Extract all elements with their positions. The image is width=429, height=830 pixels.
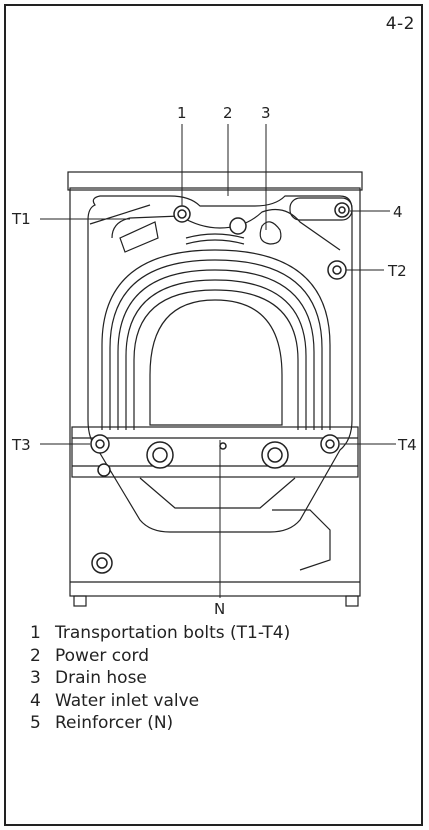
legend-item: 1 Transportation bolts (T1-T4) — [30, 622, 290, 645]
left-bracket — [119, 221, 159, 253]
legend-text: Water inlet valve — [55, 690, 200, 711]
reinforcer-beam — [71, 426, 359, 478]
legend-item: 4 Water inlet valve — [30, 690, 290, 713]
drum-rib-2 — [109, 259, 323, 430]
lower-basin — [139, 477, 296, 509]
legend-text: Transportation bolts (T1-T4) — [55, 623, 291, 643]
cabinet-back — [69, 187, 361, 597]
callout-t3: T3 — [11, 436, 31, 454]
inlet-valve-housing — [289, 197, 353, 221]
drum-rib-4 — [125, 279, 307, 430]
callout-4: 4 — [393, 203, 403, 221]
washing-machine-rear-diagram: 1 2 3 4 T1 T2 T3 T4 N — [11, 104, 417, 618]
upper-contour — [111, 209, 341, 251]
legend-number: 4 — [30, 690, 41, 711]
foot-right — [345, 595, 359, 607]
callout-2: 2 — [223, 104, 233, 122]
legend-list: 1 Transportation bolts (T1-T4) 2 Power cor… — [30, 622, 290, 735]
legend-item: 5 Reinforcer (N) — [30, 712, 290, 735]
drum-rib-5 — [133, 289, 299, 430]
bolt-t1-pair-inner — [177, 209, 187, 219]
legend-text: Power cord — [55, 645, 150, 666]
drum-rib-3 — [117, 269, 315, 430]
callout-1: 1 — [177, 104, 187, 122]
pump-filter-inner — [96, 557, 108, 569]
drum-rib-outer — [101, 249, 331, 430]
callout-3: 3 — [261, 104, 271, 122]
legend-number: 2 — [30, 645, 41, 666]
upper-slot-1 — [185, 233, 245, 239]
reinforcer-screw — [219, 442, 227, 450]
drum-window — [149, 299, 283, 426]
top-panel — [67, 171, 363, 191]
legend-text: Drain hose — [55, 668, 147, 689]
callout-n: N — [214, 600, 225, 618]
left-link — [89, 204, 151, 225]
legend-item: 2 Power cord — [30, 645, 290, 668]
legend-number: 3 — [30, 668, 41, 689]
lower-detail — [272, 509, 331, 571]
legend-number: 5 — [30, 713, 41, 734]
page-frame — [4, 4, 423, 826]
rear-grommet-left — [97, 463, 111, 477]
inlet-valve-fitting-inner — [338, 206, 346, 214]
callout-t1: T1 — [11, 210, 31, 228]
legend-text: Reinforcer (N) — [55, 713, 174, 734]
callout-t2: T2 — [387, 262, 407, 280]
reinforcer-boss-left-inner — [152, 447, 168, 463]
drain-hose-loop — [259, 221, 282, 245]
legend-number: 1 — [30, 623, 41, 643]
reinforcer-boss-right-inner — [267, 447, 283, 463]
foot-left — [73, 595, 87, 607]
upper-slot-2 — [185, 239, 245, 245]
callout-t4: T4 — [397, 436, 417, 454]
page-number: 4-2 — [385, 14, 415, 34]
bolt-t2-inner — [332, 265, 342, 275]
bolt-t4-inner — [325, 439, 335, 449]
power-cord-grommet — [229, 217, 247, 235]
legend-item: 3 Drain hose — [30, 667, 290, 690]
bolt-t3-inner — [95, 439, 105, 449]
